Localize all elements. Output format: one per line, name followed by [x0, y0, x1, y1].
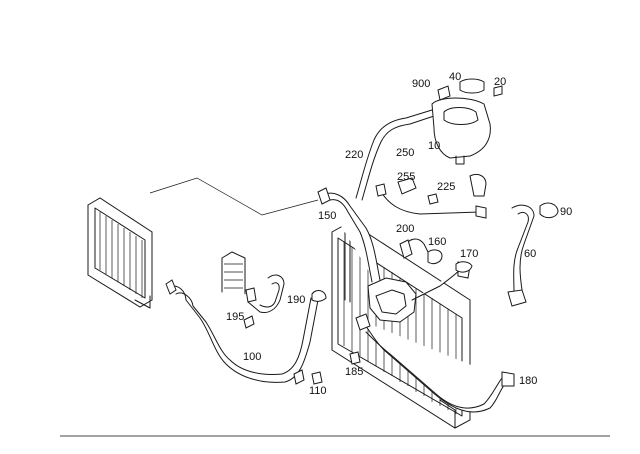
- hose-60: [507, 204, 535, 307]
- hose-180: [355, 313, 515, 413]
- label-20: 20: [494, 76, 506, 88]
- clamp-90: [539, 202, 559, 219]
- label-190: 190: [287, 294, 305, 306]
- radiator-left: [87, 197, 153, 309]
- bleed-line-220-250: [355, 109, 487, 219]
- clip-195: [243, 315, 255, 329]
- fitting-225: [469, 173, 487, 197]
- label-220: 220: [345, 149, 363, 161]
- hose-100: [165, 279, 327, 385]
- label-sticker-900: [437, 85, 451, 101]
- label-170: 170: [460, 248, 478, 260]
- expansion-tank: [431, 97, 491, 165]
- hose-190: [245, 274, 285, 313]
- label-40: 40: [449, 71, 461, 83]
- hose-200: [399, 238, 429, 259]
- label-160: 160: [428, 236, 446, 248]
- label-225: 225: [437, 181, 455, 193]
- label-10: 10: [428, 140, 440, 152]
- label-250: 250: [396, 147, 414, 159]
- label-185: 185: [345, 366, 363, 378]
- label-110: 110: [309, 385, 327, 397]
- label-255: 255: [397, 171, 415, 183]
- label-200: 200: [396, 223, 414, 235]
- bracket-255: [397, 177, 417, 195]
- label-180: 180: [519, 375, 537, 387]
- clamp-160: [427, 249, 443, 265]
- clip-225: [427, 193, 439, 205]
- label-195: 195: [226, 311, 244, 323]
- bolt-110: [311, 371, 323, 385]
- label-100: 100: [243, 351, 261, 363]
- label-150: 150: [318, 210, 336, 222]
- clamp-170: [455, 261, 473, 273]
- label-900: 900: [412, 78, 430, 90]
- label-60: 60: [524, 248, 536, 260]
- clip-185: [349, 351, 361, 365]
- hose-150: [317, 187, 385, 297]
- leader-line-150: [149, 177, 319, 216]
- clip-20: [493, 85, 503, 97]
- label-90: 90: [560, 206, 572, 218]
- cap-40: [459, 78, 485, 94]
